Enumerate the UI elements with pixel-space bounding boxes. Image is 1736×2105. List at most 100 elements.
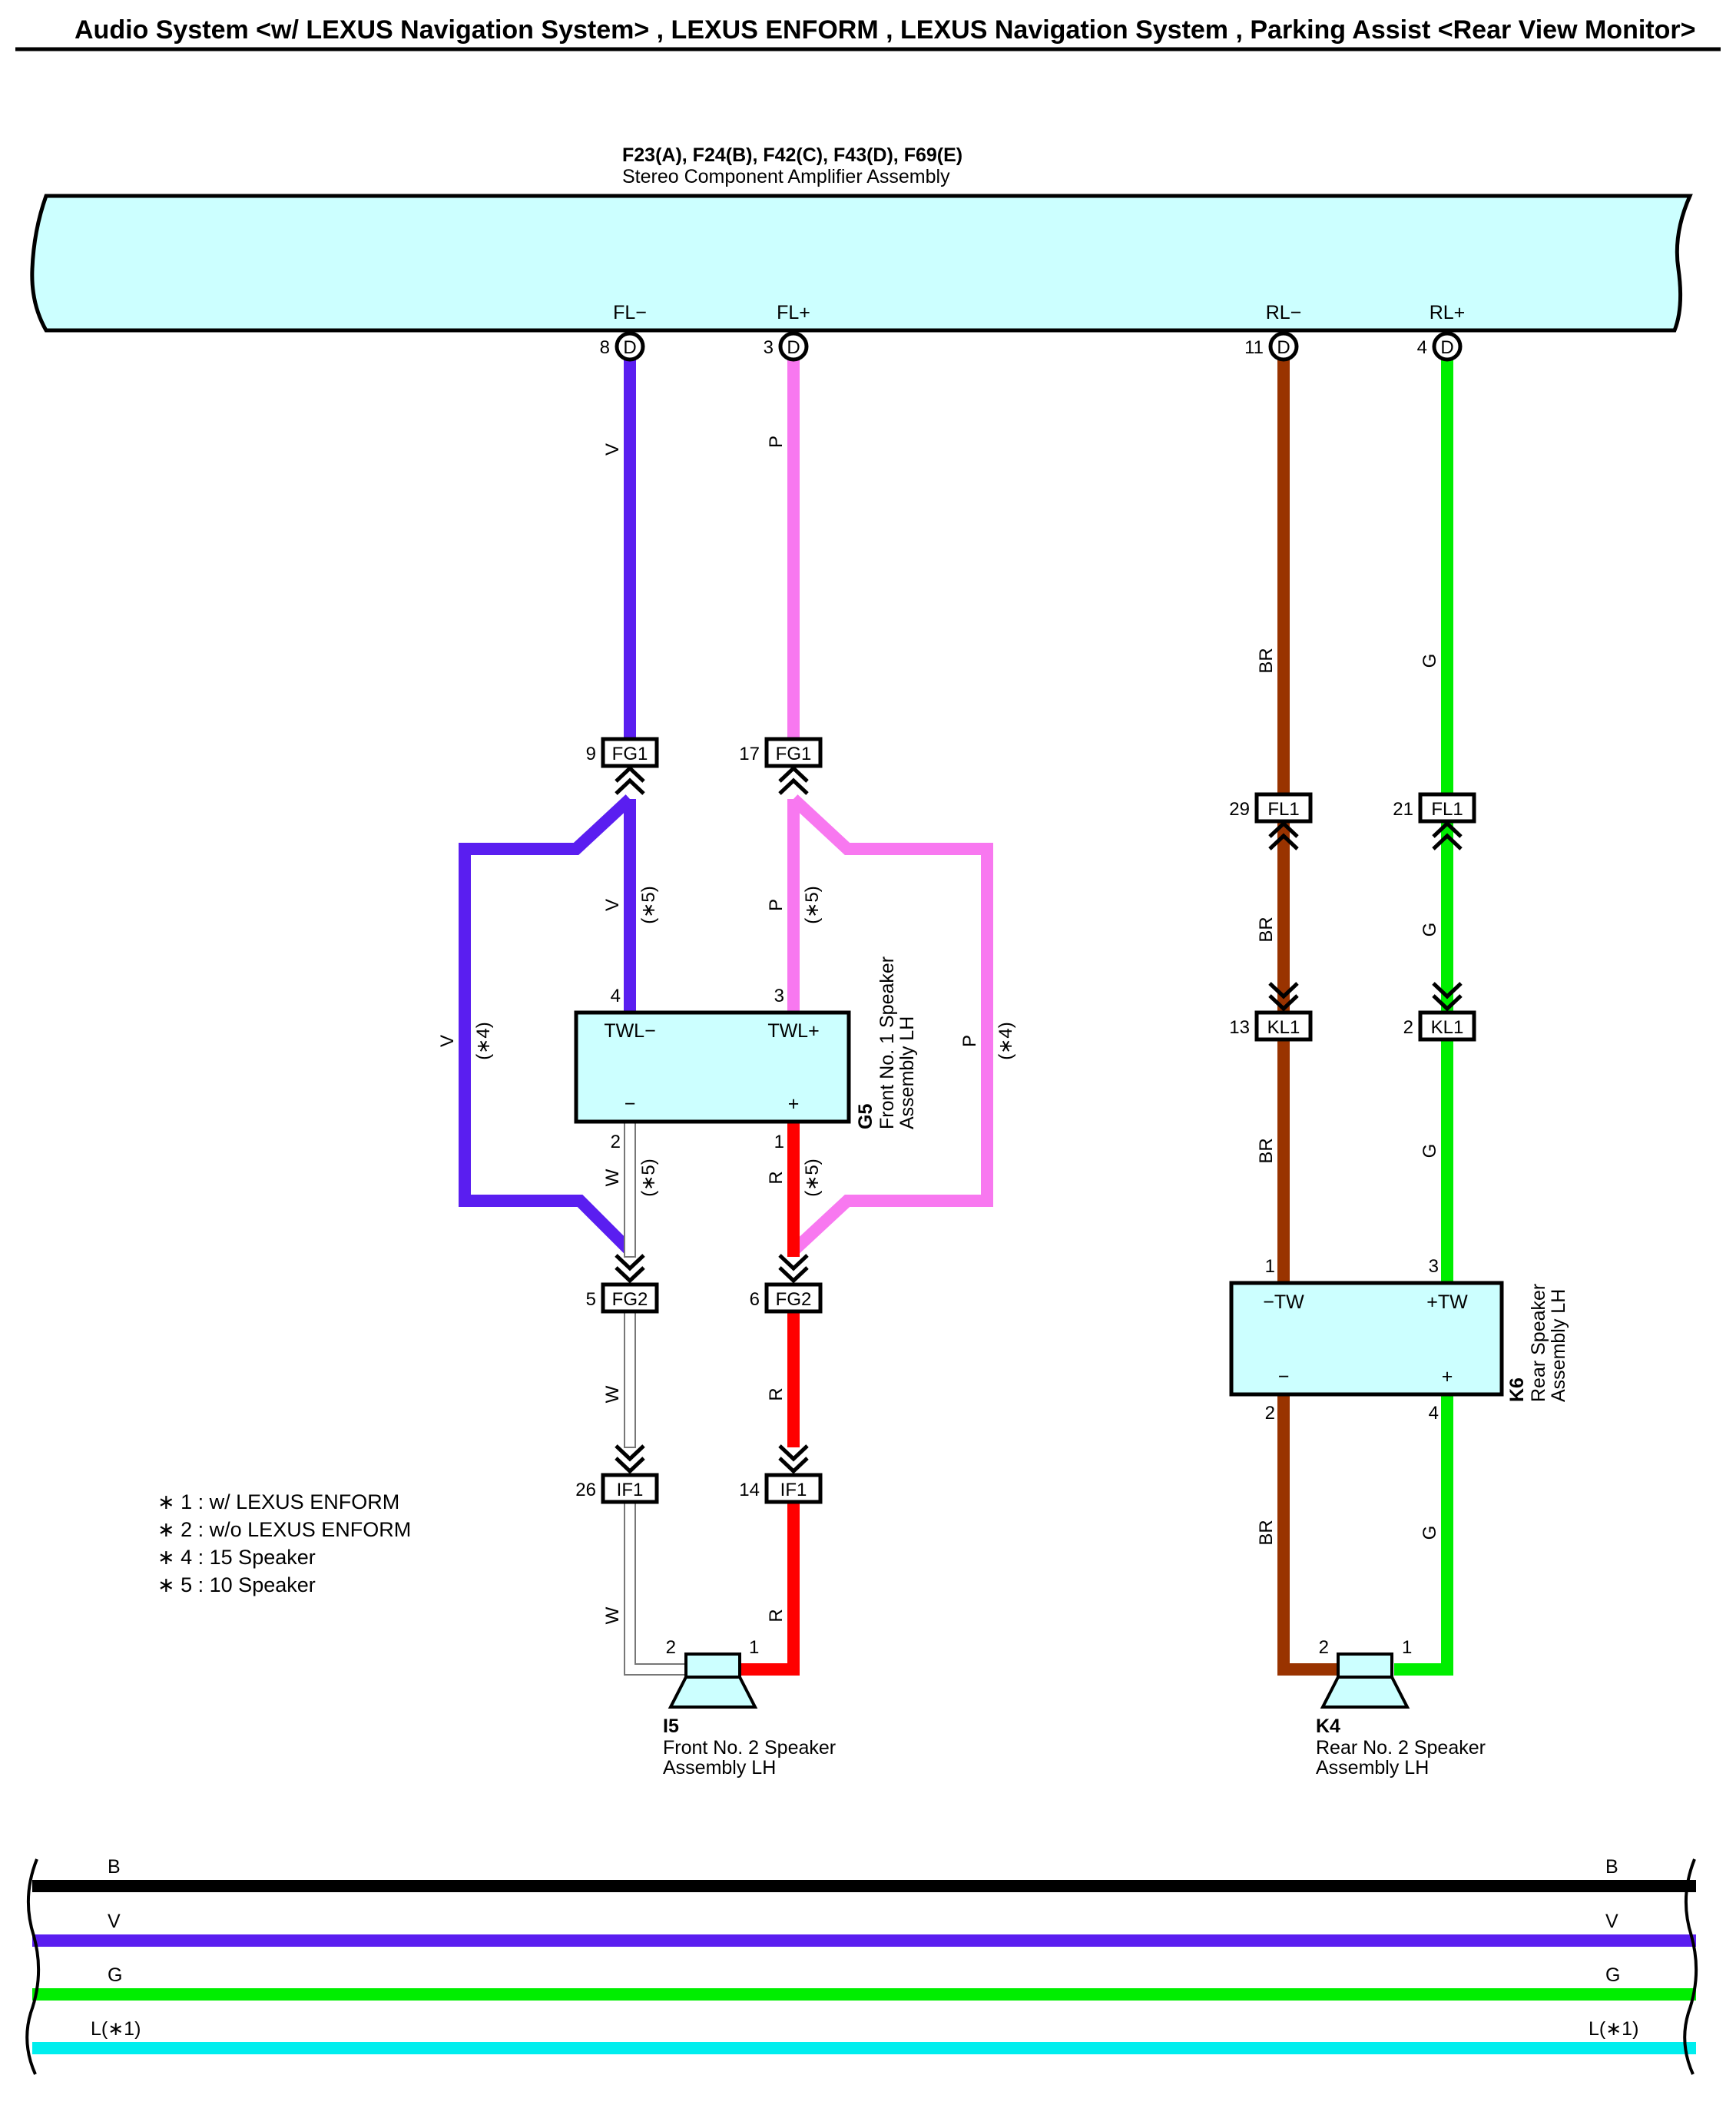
svg-text:IF1: IF1	[780, 1480, 807, 1500]
connector-if1-r: IF1 14	[739, 1446, 823, 1504]
svg-text:B: B	[1605, 1856, 1618, 1878]
terminal-rl-plus: D 4	[1417, 331, 1463, 362]
svg-text:Rear Speaker: Rear Speaker	[1528, 1284, 1549, 1402]
wire-w-lower	[624, 1502, 687, 1676]
k4-name-line1: Rear No. 2 Speaker	[1316, 1737, 1486, 1759]
g5-term-pos: TWL+	[767, 1020, 819, 1042]
svg-text:L(∗1): L(∗1)	[91, 2018, 141, 2040]
wire-label: (∗5)	[638, 1159, 659, 1196]
k4-pin-pos: 1	[1402, 1637, 1412, 1658]
g5-minus: −	[624, 1093, 636, 1115]
pin-number: 17	[739, 744, 760, 764]
pin-number: 14	[739, 1480, 760, 1500]
k6-term-pos: +TW	[1426, 1291, 1468, 1313]
wire-label: G	[1420, 923, 1440, 937]
g5-pin-bot-pos: 1	[774, 1132, 784, 1152]
wire-g-lower	[1394, 1394, 1453, 1676]
pin-number: 8	[600, 337, 610, 358]
wire-label: G	[1420, 1526, 1440, 1540]
notes-legend: ∗ 1 : w/ LEXUS ENFORM ∗ 2 : w/o LEXUS EN…	[157, 1490, 411, 1596]
wire-label: BR	[1256, 648, 1277, 673]
wire-w-upper	[624, 1121, 636, 1258]
g5-term-neg: TWL−	[604, 1020, 655, 1042]
i5-pin-neg: 2	[666, 1637, 676, 1658]
svg-text:V: V	[1605, 1911, 1618, 1932]
pin-number: 6	[750, 1289, 760, 1310]
note: ∗ 1 : w/ LEXUS ENFORM	[157, 1490, 399, 1513]
amplifier-name: Stereo Component Amplifier Assembly	[622, 166, 950, 187]
k6-speaker-box	[1229, 1281, 1504, 1397]
g5-pin-top-neg: 4	[611, 986, 621, 1006]
wire-r-lower	[741, 1502, 800, 1676]
svg-text:D: D	[1440, 337, 1453, 358]
note: ∗ 4 : 15 Speaker	[157, 1546, 316, 1569]
i5-code: I5	[663, 1715, 679, 1737]
svg-text:V: V	[108, 1911, 121, 1932]
k6-pin-bot-neg: 2	[1265, 1403, 1275, 1424]
wire-br-lower	[1277, 1394, 1337, 1676]
k4-pin-neg: 2	[1319, 1637, 1329, 1658]
connector-kl1-g: KL1 2	[1403, 983, 1476, 1042]
svg-text:KL1: KL1	[1267, 1017, 1300, 1038]
terminal-fl-plus: D 3	[764, 331, 809, 362]
k6-pin-top-neg: 1	[1265, 1256, 1275, 1277]
wire-label: P	[766, 899, 787, 911]
g5-pin-bot-neg: 2	[611, 1132, 621, 1152]
wire-label: V	[602, 443, 623, 456]
g5-label: G5 Front No. 1 Speaker Assembly LH	[855, 956, 918, 1129]
connector-kl1-br: KL1 13	[1229, 983, 1313, 1042]
pin-number: 5	[586, 1289, 596, 1310]
terminal-rl-minus: D 11	[1244, 331, 1299, 362]
bus-line-l: L(∗1) L(∗1)	[32, 2018, 1696, 2054]
wire-label: (∗5)	[802, 1159, 823, 1196]
svg-text:G: G	[108, 1964, 122, 1986]
wire-label: BR	[1256, 1520, 1277, 1545]
svg-text:FG1: FG1	[776, 744, 812, 764]
connector-if1-w: IF1 26	[575, 1446, 659, 1504]
wire-label: P	[959, 1035, 980, 1047]
wire-label: (∗4)	[996, 1022, 1016, 1059]
svg-text:FG2: FG2	[776, 1289, 812, 1310]
svg-text:D: D	[623, 337, 636, 358]
connector-fg1-v: FG1 9	[586, 737, 659, 794]
svg-text:IF1: IF1	[617, 1480, 644, 1500]
pin-number: 2	[1403, 1017, 1413, 1038]
wire-label: BR	[1256, 1138, 1277, 1163]
bus-break-left	[25, 1858, 41, 2075]
svg-text:B: B	[108, 1856, 121, 1878]
wire-label: R	[766, 1609, 787, 1622]
connector-fl1-g: FL1 21	[1393, 792, 1476, 849]
svg-text:Assembly LH: Assembly LH	[896, 1016, 918, 1129]
svg-text:FL1: FL1	[1431, 799, 1463, 820]
note: ∗ 5 : 10 Speaker	[157, 1573, 316, 1596]
terminal-label-rl-minus: RL−	[1266, 302, 1302, 323]
i5-name-line2: Assembly LH	[663, 1757, 776, 1778]
i5-pin-pos: 1	[749, 1637, 759, 1658]
svg-text:KL1: KL1	[1431, 1017, 1464, 1038]
wire-label: R	[766, 1171, 787, 1184]
wire-label: (∗4)	[473, 1022, 494, 1059]
pin-number: 9	[586, 744, 596, 764]
pin-number: 21	[1393, 799, 1413, 820]
amplifier-connectors: F23(A), F24(B), F42(C), F43(D), F69(E)	[622, 144, 962, 166]
terminal-label-fl-minus: FL−	[613, 302, 647, 323]
svg-text:G: G	[1605, 1964, 1620, 1986]
svg-text:Front No. 1 Speaker: Front No. 1 Speaker	[876, 956, 898, 1129]
note: ∗ 2 : w/o LEXUS ENFORM	[157, 1518, 411, 1541]
wire-label: (∗5)	[802, 886, 823, 923]
terminal-label-fl-plus: FL+	[777, 302, 810, 323]
svg-text:L(∗1): L(∗1)	[1589, 2018, 1638, 2040]
i5-name-line1: Front No. 2 Speaker	[663, 1737, 836, 1759]
pin-number: 11	[1244, 337, 1264, 358]
wire-label: V	[602, 899, 623, 911]
terminal-label-rl-plus: RL+	[1430, 302, 1466, 323]
k6-label: K6 Rear Speaker Assembly LH	[1506, 1284, 1569, 1402]
pin-number: 4	[1417, 337, 1427, 358]
pin-number: 3	[764, 337, 774, 358]
wire-label: P	[766, 436, 787, 448]
connector-fg1-p: FG1 17	[739, 737, 823, 794]
diagram-title: Audio System <w/ LEXUS Navigation System…	[75, 15, 1695, 45]
bus-line-v: V V	[32, 1911, 1696, 1947]
wire-label: W	[602, 1385, 623, 1403]
